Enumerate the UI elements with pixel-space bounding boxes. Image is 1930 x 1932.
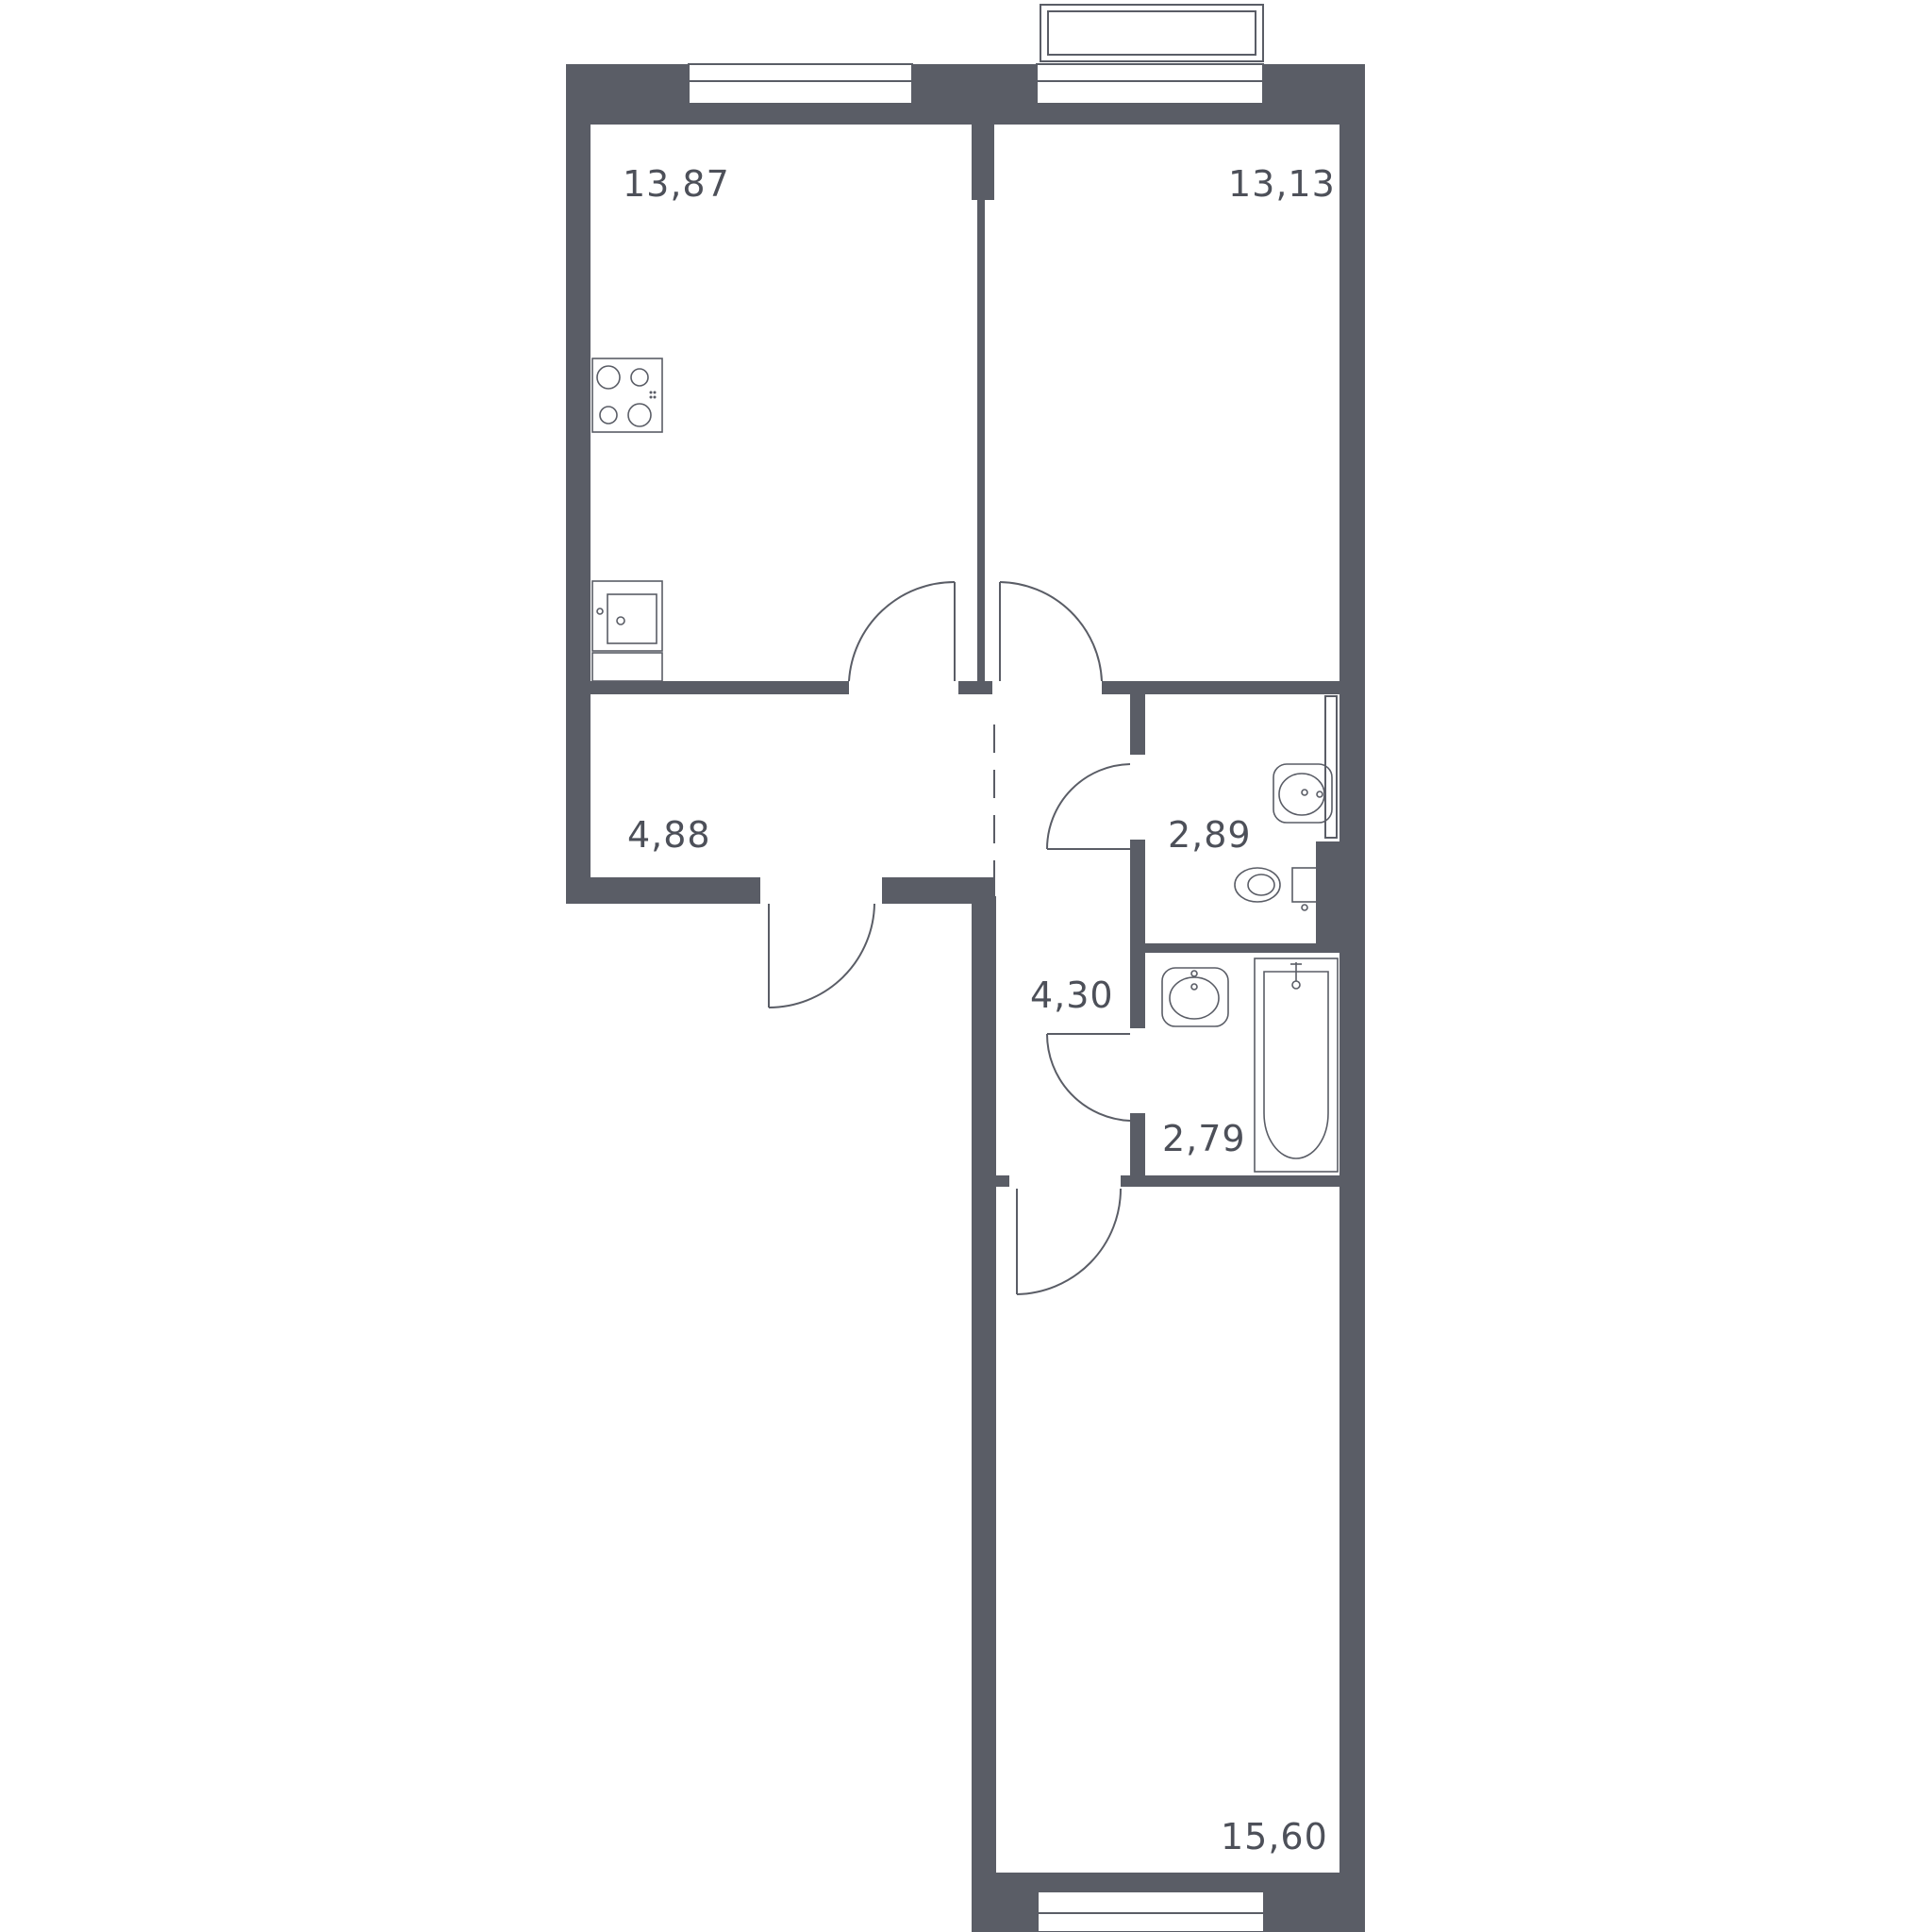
door-entrance-arc xyxy=(768,903,875,1008)
area-label-bathroom: 2,79 xyxy=(1162,1118,1246,1159)
walls xyxy=(566,64,1365,1932)
area-label-toilet: 2,89 xyxy=(1168,814,1252,856)
area-label-corridor: 4,30 xyxy=(1030,974,1114,1016)
area-label-kitchen: 13,87 xyxy=(623,163,730,205)
wc-icon xyxy=(1234,867,1318,911)
windows xyxy=(688,63,1365,1932)
kitchen-sink-icon xyxy=(591,580,663,682)
door-kitchen-arc xyxy=(848,580,956,682)
washbasin-toilet-icon xyxy=(1273,763,1333,824)
doors xyxy=(768,580,1131,1295)
bathtub-icon xyxy=(1254,958,1339,1173)
area-label-bedroom-north: 13,13 xyxy=(1228,163,1336,205)
area-labels: 13,87 13,13 4,88 2,89 4,30 2,79 15,60 xyxy=(623,163,1336,1857)
door-bathroom-arc xyxy=(1045,1033,1131,1122)
door-bedroom-south-arc xyxy=(1016,1188,1122,1295)
area-label-hall-west: 4,88 xyxy=(627,814,711,856)
area-label-bedroom-south: 15,60 xyxy=(1221,1816,1328,1857)
washbasin-bath-icon xyxy=(1161,967,1229,1027)
stove-icon xyxy=(591,358,663,433)
door-toilet-arc xyxy=(1046,763,1131,850)
balcony xyxy=(1040,4,1264,62)
door-bedroom-north-arc xyxy=(999,581,1103,682)
